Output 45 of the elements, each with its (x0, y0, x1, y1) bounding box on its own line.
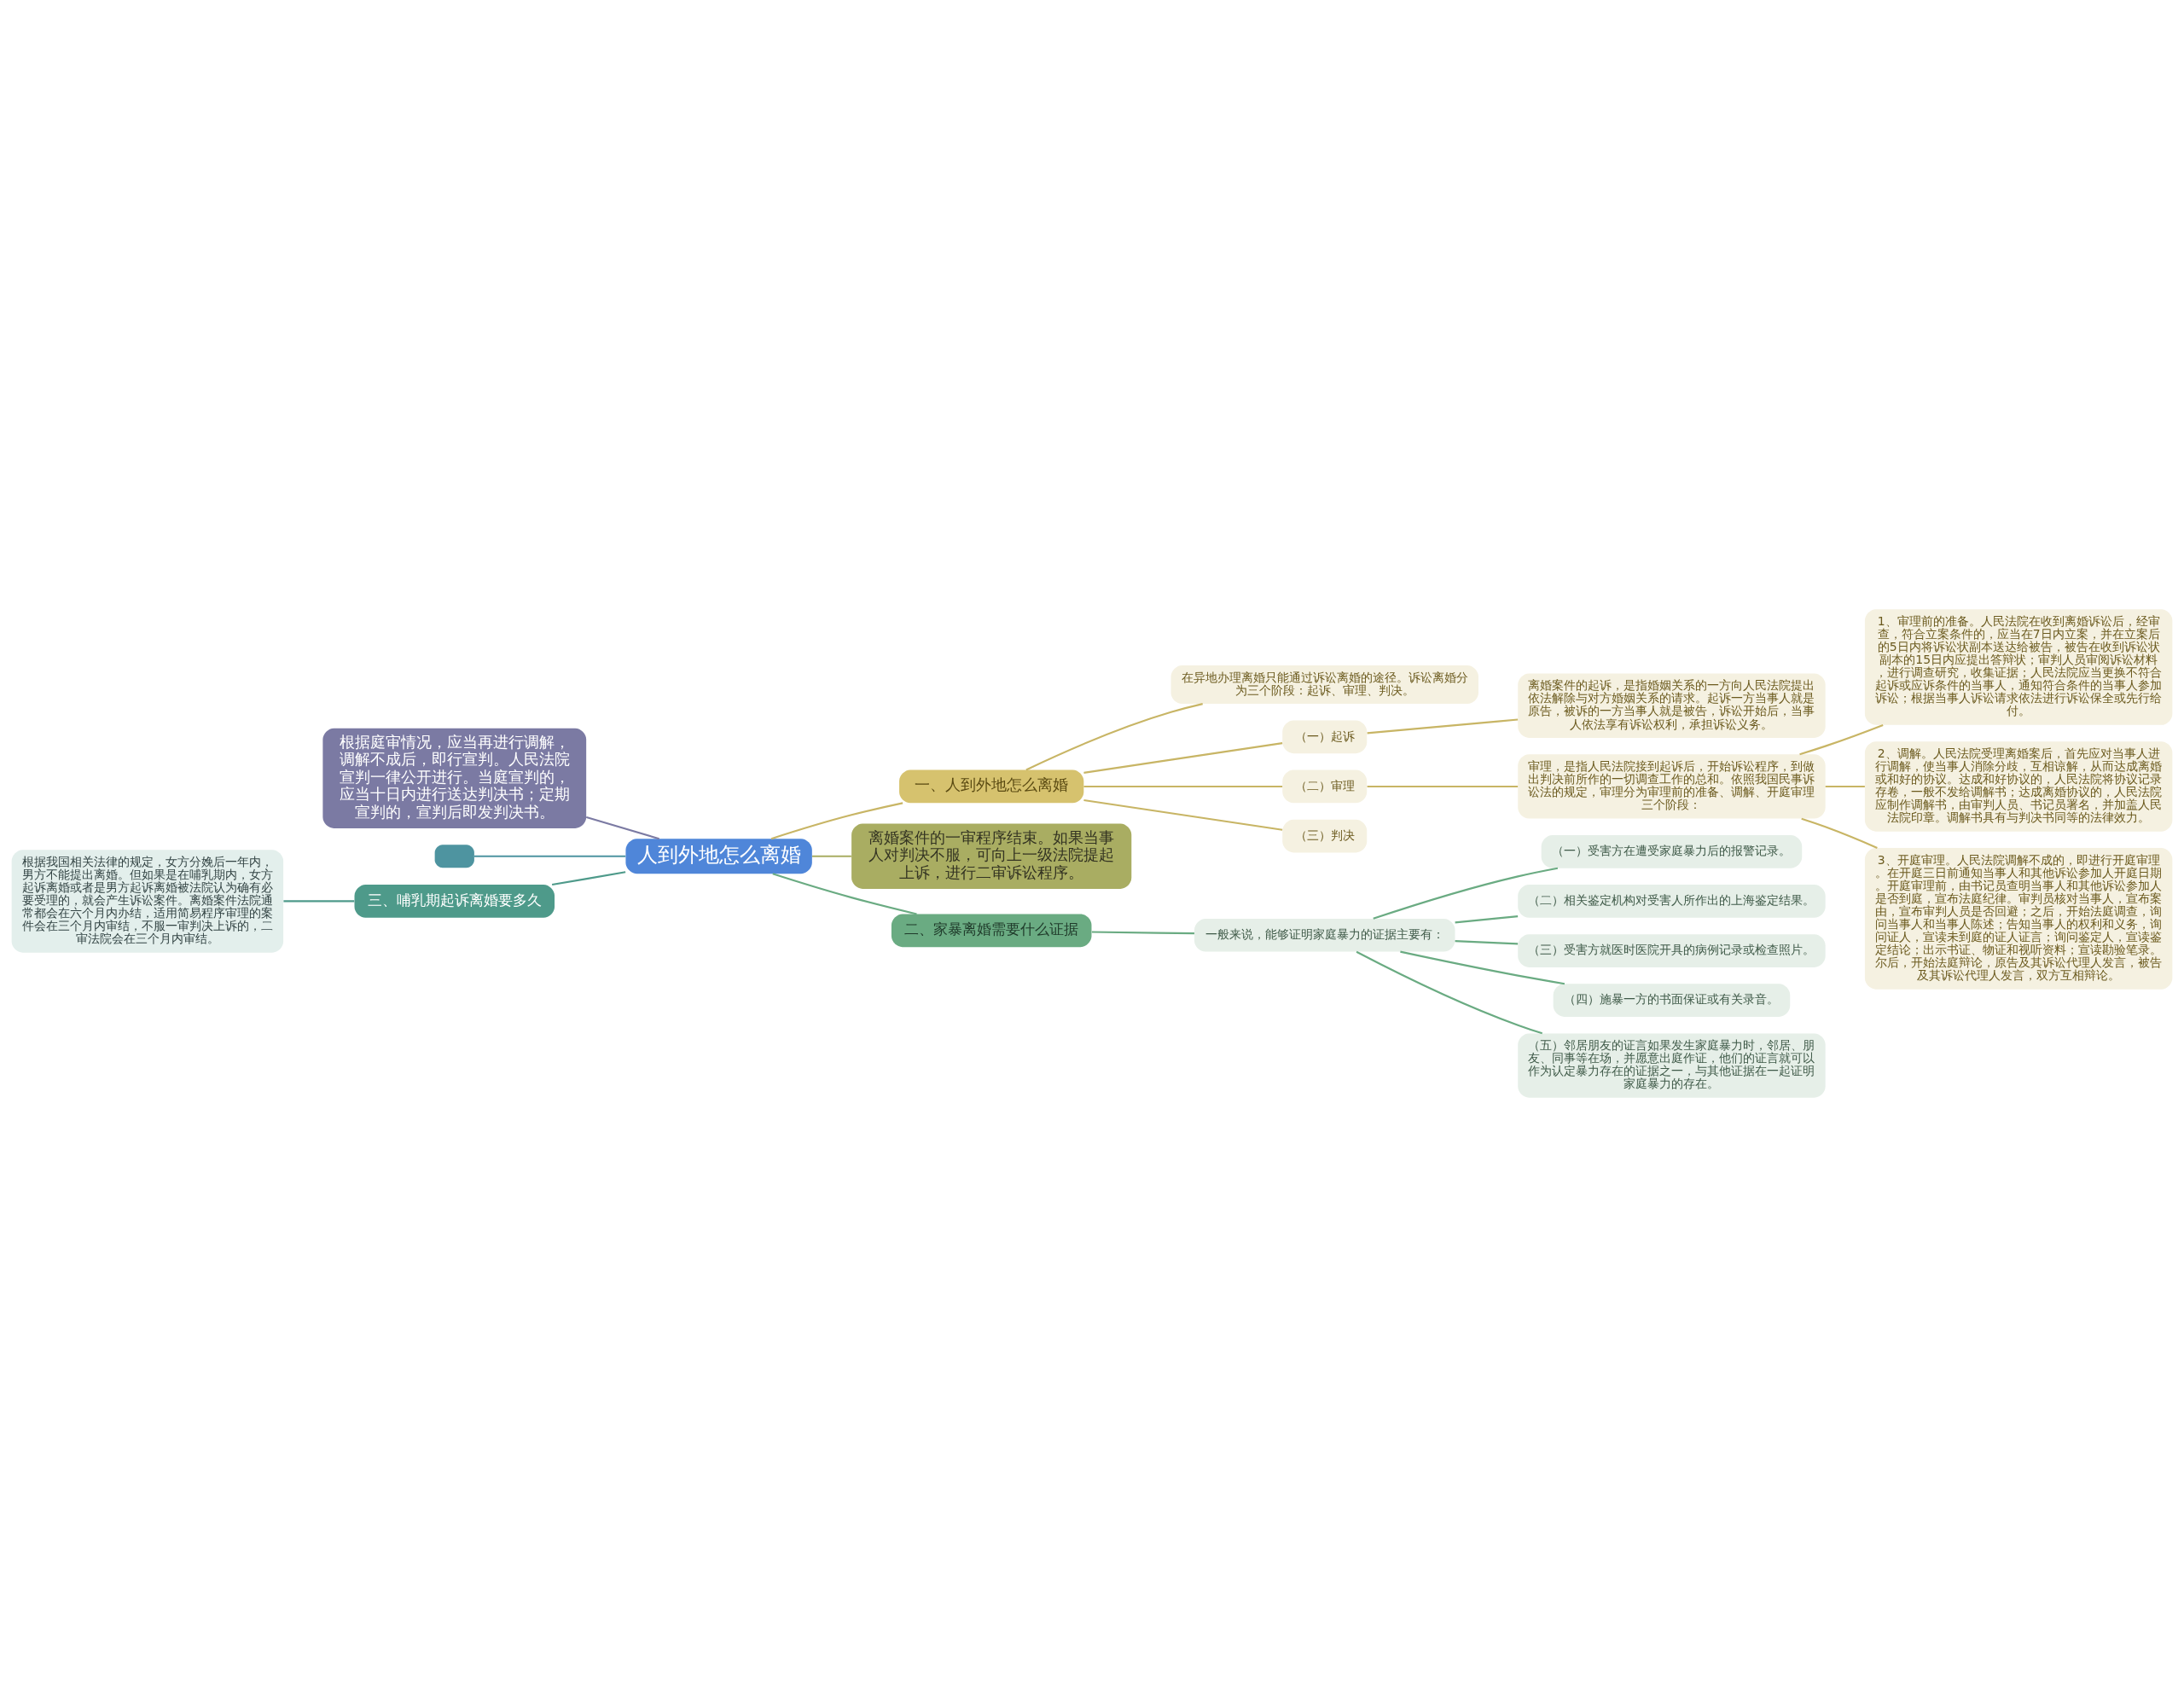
connector (770, 802, 903, 840)
connector (1455, 915, 1519, 924)
node-box: 审理，是指人民法院接到起诉后，开始诉讼程序，到做出判决前所作的一切调查工作的总和。依照我国民事诉讼法的规定，审理分为审理前的准备、调解、开庭审理三个阶段： (1518, 754, 1826, 819)
connector (1083, 785, 1283, 788)
connector (551, 871, 626, 886)
connector (585, 816, 659, 840)
node-box: 根据庭审情况，应当再进行调解，调解不成后，即行宣判。人民法院宣判一律公开进行。当庭宣判的，应当十日内进行送达判决书；定期宣判的，宣判后即发判决书。 (322, 728, 587, 828)
node-box: 人到外地怎么离婚 (625, 839, 812, 874)
node-box: （一）受害方在遭受家庭暴力后的报警记录。 (1541, 835, 1803, 868)
connector (1091, 931, 1194, 935)
node-box: （五）邻居朋友的证言如果发生家庭暴力时，邻居、朋友、同事等在场，并愿意出庭作证，他们的证言就可以作为认定暴力存在的证据之一，与其他证据在一起证明家庭暴力的存在。 (1518, 1033, 1826, 1098)
connector (1367, 718, 1519, 734)
node-box: 二、家暴离婚需要什么证据 (891, 914, 1092, 948)
node-box: 1、审理前的准备。人民法院在收到离婚诉讼后，经审查，符合立案条件的，应当在7日内立案，并在立案后的5日内将诉讼状副本送达给被告，被告在收到诉讼状副本的15日内应提出答辩状；审判人员审阅诉讼材料，进行调查研究，收集证据；人民法院应当更换不符合起诉或应诉条件的当事人，通知符合条件的当事人参加诉讼；根据当事人诉讼请求依法进行诉讼保全或先行给付。 (1864, 609, 2173, 725)
node-box: （三）判决 (1282, 819, 1368, 853)
connector (1083, 742, 1283, 774)
node-box: （二）审理 (1282, 769, 1368, 804)
connector (474, 855, 626, 857)
node-box: 一、人到外地怎么离婚 (899, 769, 1084, 804)
connector (1373, 867, 1559, 920)
node-box: 离婚案件的一审程序结束。如果当事人对判决不服，可向上一级法院提起上诉，进行二审诉讼程序。 (851, 823, 1132, 889)
connector (1400, 950, 1565, 985)
node-box: （一）起诉 (1282, 720, 1368, 754)
node-box (434, 845, 474, 868)
node-box: （四）施暴一方的书面保证或有关录音。 (1553, 984, 1791, 1017)
connector (812, 855, 851, 857)
connector (1025, 703, 1203, 771)
node-box: 2、调解。人民法院受理离婚案后，首先应对当事人进行调解，使当事人消除分歧，互相谅解，从而达成离婚或和好的协议。达成和好协议的，人民法院将协议记录存卷，一般不发给调解书；达成离婚协议的，人民法院应制作调解书，由审判人员、书记员署名，并加盖人民法院印章。调解书具有与判决书同等的法律效力。 (1864, 741, 2173, 832)
connector (1455, 940, 1519, 945)
node-box: 3、开庭审理。人民法院调解不成的，即进行开庭审理。在开庭三日前通知当事人和其他诉讼参加人开庭日期。开庭审理前，由书记员查明当事人和其他诉讼参加人是否到庭，宣布法庭纪律。审判员核对当事人，宣布案由，宣布审判人员是否回避；之后，开始法庭调查，询问当事人和当事人陈述；告知当事人的权利和义务，询问证人，宣读未到庭的证人证言；询问鉴定人，宣读鉴定结论；出示书证、物证和视听资料；宣读勘验笔录。尔后，开始法庭辩论，原告及其诉讼代理人发言，被告及其诉讼代理人发言，双方互相辩论。 (1864, 848, 2173, 990)
connector (1083, 798, 1283, 831)
node-box: 在异地办理离婚只能通过诉讼离婚的途径。诉讼离婚分为三个阶段：起诉、审理、判决。 (1170, 665, 1478, 705)
connector (1356, 950, 1543, 1035)
connector (1799, 723, 1884, 756)
node-box: 三、哺乳期起诉离婚要多久 (354, 885, 555, 918)
node-box: （三）受害方就医时医院开具的病例记录或检查照片。 (1518, 934, 1826, 967)
connector (1825, 785, 1865, 788)
node-box: 离婚案件的起诉，是指婚姻关系的一方向人民法院提出依法解除与对方婚姻关系的请求。起诉一方当事人就是原告，被诉的一方当事人就是被告，诉讼开始后，当事人依法享有诉讼权利，承担诉讼义务。 (1518, 673, 1826, 738)
connector (1367, 785, 1519, 788)
node-box: 一般来说，能够证明家庭暴力的证据主要有： (1194, 918, 1455, 952)
connector (772, 873, 917, 915)
connector (283, 900, 355, 903)
connector (1801, 817, 1878, 849)
node-box: （二）相关鉴定机构对受害人所作出的上海鉴定结果。 (1518, 885, 1826, 918)
node-box: 根据我国相关法律的规定，女方分娩后一年内，男方不能提出离婚。但如果是在哺乳期内，女方起诉离婚或者是男方起诉离婚被法院认为确有必要受理的，就会产生诉讼案件。离婚案件法院通常都会在六个月内办结，适用简易程序审理的案件会在三个月内审结，不服一审判决上诉的，二审法院会在三个月内审结。 (11, 850, 284, 953)
